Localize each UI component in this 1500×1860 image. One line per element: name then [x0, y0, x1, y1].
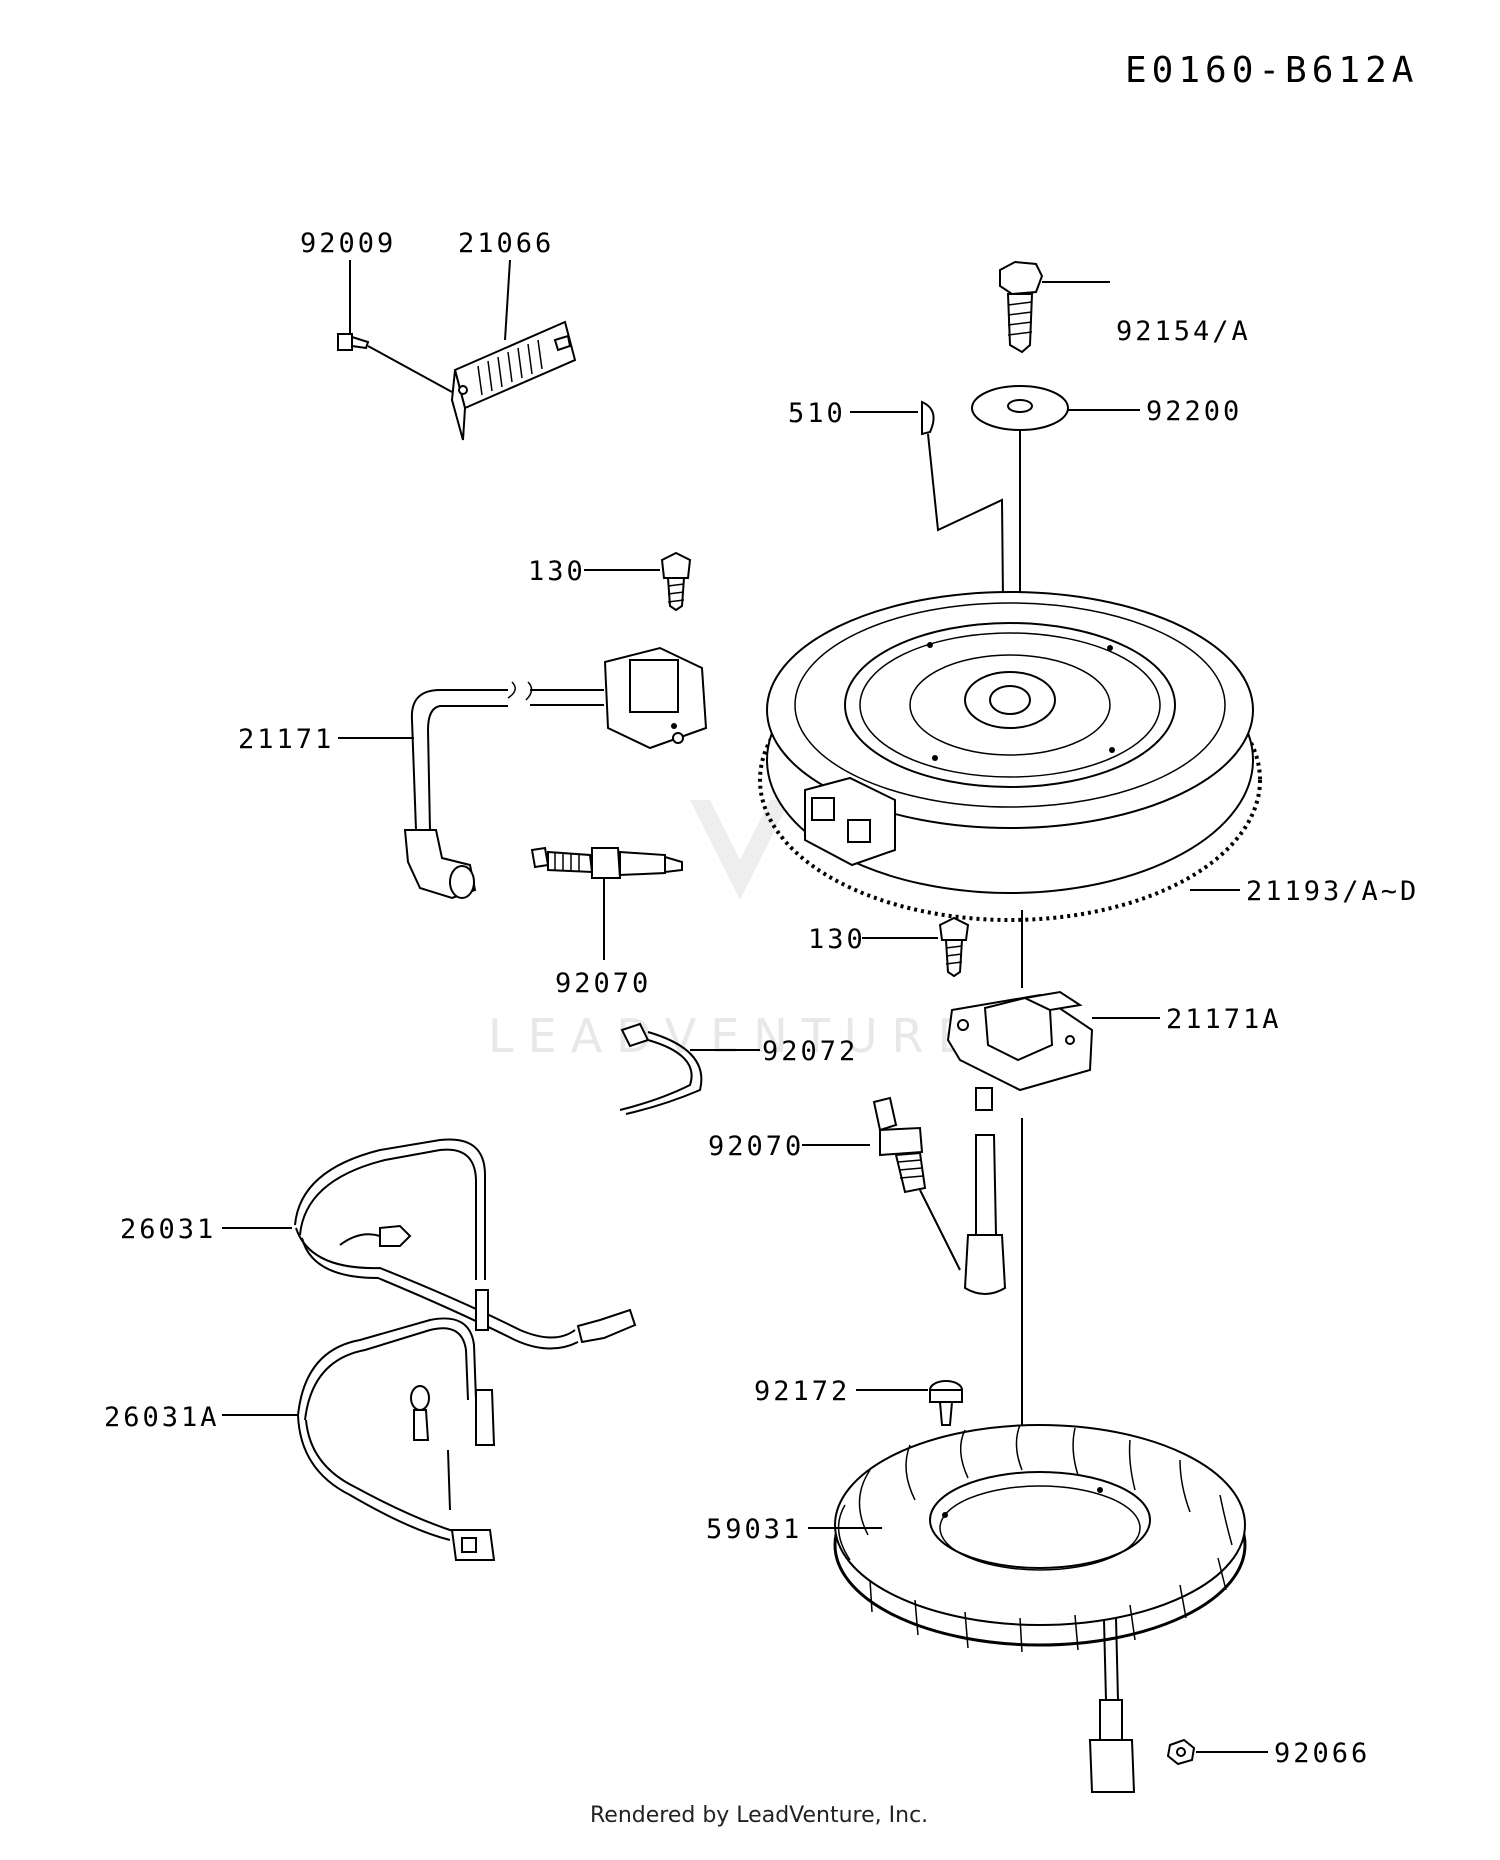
label-59031: 59031 — [706, 1514, 802, 1545]
label-26031a: 26031A — [104, 1402, 220, 1433]
label-92154-a: 92154/A — [1116, 316, 1251, 347]
ignition-module-21171a-drawing — [946, 990, 1094, 1295]
label-21193-a-d: 21193/A~D — [1246, 876, 1419, 907]
ignition-coil-21171-drawing — [403, 646, 708, 900]
watermark: LEADVENTURE — [488, 800, 981, 1063]
label-130-top: 130 — [528, 556, 586, 587]
label-92009: 92009 — [300, 228, 396, 259]
label-21066: 21066 — [458, 228, 554, 259]
label-92070-left: 92070 — [555, 968, 651, 999]
footer-credit: Rendered by LeadVenture, Inc. — [590, 1803, 928, 1828]
terminal-92072-drawing — [619, 1022, 703, 1115]
label-21171: 21171 — [238, 724, 334, 755]
washer-92200-drawing — [971, 385, 1069, 431]
spark-plug-92070-left-drawing — [530, 846, 683, 879]
label-21171a: 21171A — [1166, 1004, 1282, 1035]
screw-130-mid-drawing — [938, 916, 970, 978]
label-92066: 92066 — [1274, 1738, 1370, 1769]
harness-26031-drawing — [294, 1138, 637, 1350]
screw-92172-drawing — [929, 1380, 963, 1426]
watermark-logo-icon — [690, 800, 790, 900]
label-92070-mid: 92070 — [708, 1131, 804, 1162]
harness-26031a-drawing — [297, 1317, 496, 1561]
nut-92066-drawing — [1166, 1738, 1196, 1766]
diagram-code: E0160-B612A — [1125, 50, 1418, 91]
sensor-92070-mid-drawing — [872, 1096, 961, 1271]
screw-130-top-drawing — [660, 551, 692, 612]
label-510: 510 — [788, 398, 846, 429]
label-26031: 26031 — [120, 1214, 216, 1245]
bolt-92154-drawing — [999, 260, 1044, 354]
flywheel-21193-drawing — [758, 591, 1262, 922]
label-92200: 92200 — [1146, 396, 1242, 427]
key-510-drawing — [921, 400, 935, 436]
screw-92009-drawing — [337, 333, 453, 393]
stator-59031-drawing — [833, 1424, 1247, 1793]
label-92072: 92072 — [762, 1036, 858, 1067]
regulator-21066-drawing — [450, 320, 577, 441]
label-130-mid: 130 — [808, 924, 866, 955]
watermark-text: LEADVENTURE — [488, 1009, 981, 1063]
label-92172: 92172 — [754, 1376, 850, 1407]
